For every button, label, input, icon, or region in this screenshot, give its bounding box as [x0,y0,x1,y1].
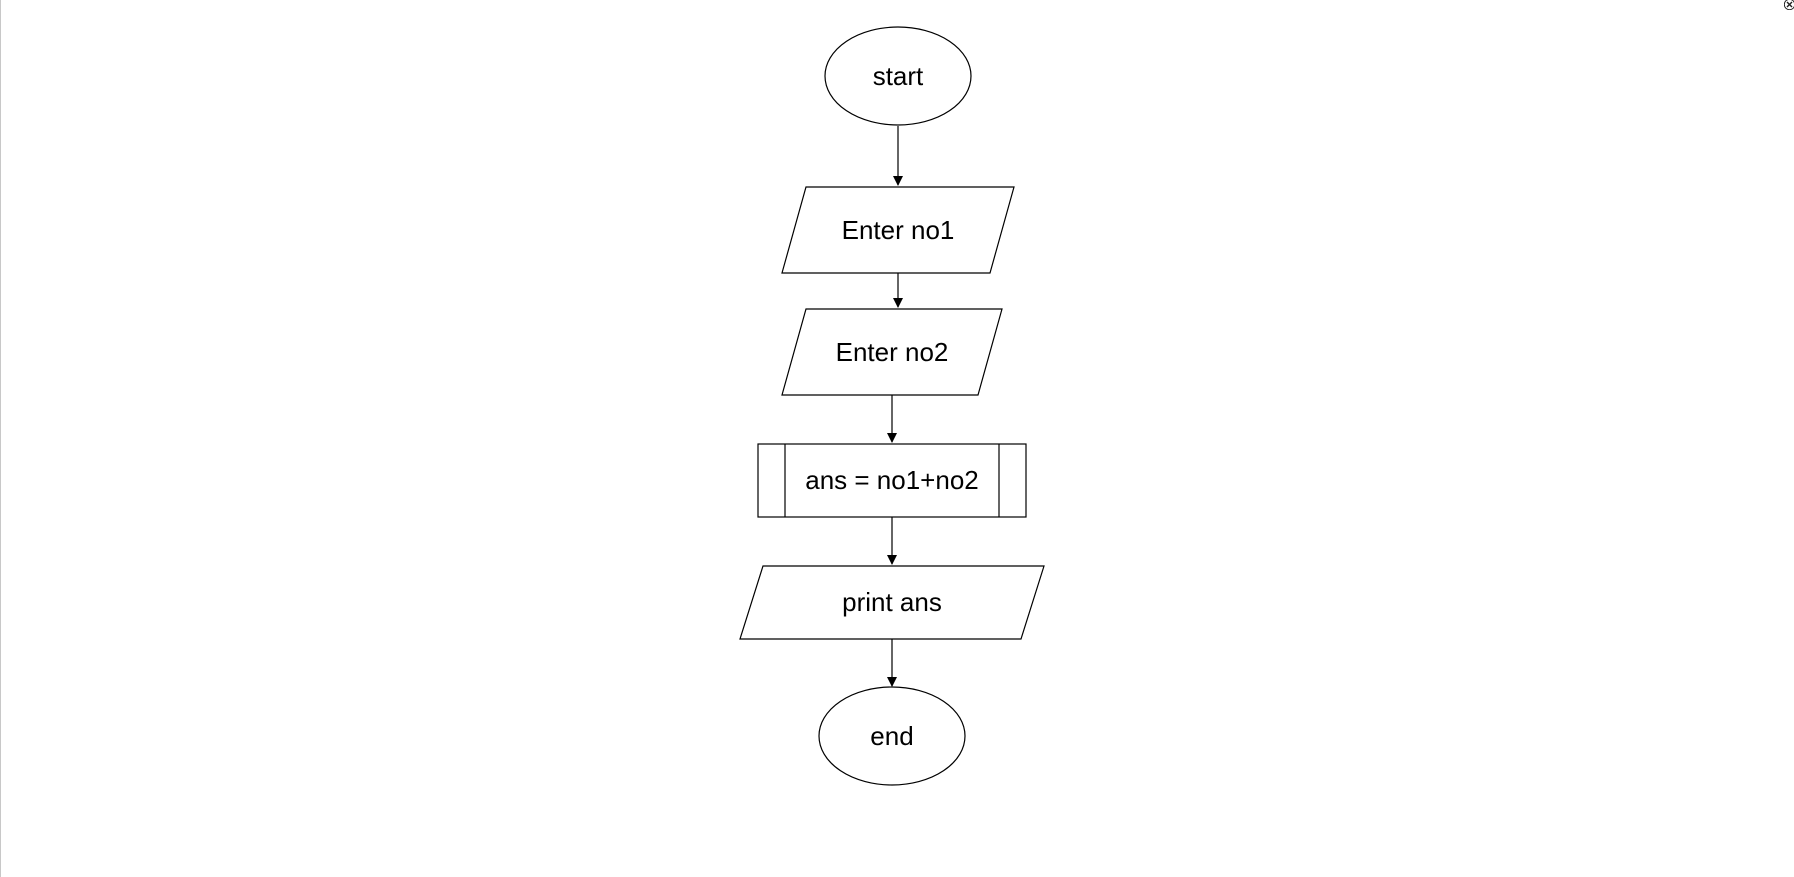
input-output-shape [781,308,1003,396]
end-node[interactable]: end [818,686,966,786]
output-node-label: print ans [842,587,942,617]
input2-node[interactable]: Enter no2 [781,308,1003,396]
output-node[interactable]: print ans [739,565,1045,640]
predefined-process-shape [757,443,1027,518]
end-node-label: end [870,721,913,751]
input2-node-label: Enter no2 [836,337,949,367]
start-node[interactable]: start [824,26,972,126]
process-node-label: ans = no1+no2 [805,465,979,495]
close-icon[interactable] [1784,0,1794,10]
terminator-shape [824,26,972,126]
process-node[interactable]: ans = no1+no2 [757,443,1027,518]
input1-node[interactable]: Enter no1 [781,186,1015,274]
input-output-shape [781,186,1015,274]
input-output-shape [739,565,1045,640]
start-node-label: start [873,61,924,91]
input1-node-label: Enter no1 [842,215,955,245]
flowchart-edges [887,126,903,687]
terminator-shape [818,686,966,786]
